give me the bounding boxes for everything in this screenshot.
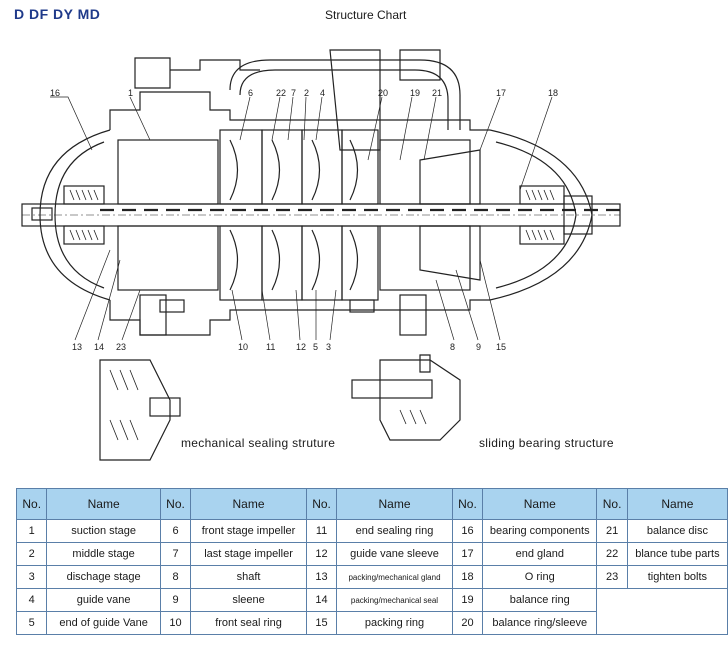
callout: 12: [296, 342, 306, 352]
impeller-stages: [219, 129, 379, 301]
mechanical-seal-inset: [99, 359, 181, 461]
balance-tube: [229, 59, 461, 130]
callout: 16: [50, 88, 60, 98]
col-name: Name: [482, 488, 598, 520]
callout: 9: [476, 342, 481, 352]
chart-title: Structure Chart: [325, 8, 407, 22]
callout: 21: [432, 88, 442, 98]
left-bearing-cover: [39, 129, 111, 301]
col-no: No.: [15, 488, 48, 520]
callout: 6: [248, 88, 253, 98]
callout: 13: [72, 342, 82, 352]
callout: 5: [313, 342, 318, 352]
col-name: Name: [190, 488, 307, 520]
callout: 11: [266, 342, 275, 352]
callout: 1: [128, 88, 133, 98]
callout: 10: [238, 342, 248, 352]
callout: 4: [320, 88, 325, 98]
callout: 7: [291, 88, 296, 98]
callout-labels: 16 1 6 22 7 2 4 20 19 21 17 18 13 14 23 …: [50, 88, 558, 352]
mechanical-seal-caption: mechanical sealing struture: [181, 436, 336, 450]
col-no: No.: [451, 488, 484, 520]
right-end-cap: [563, 195, 593, 235]
callout: 3: [326, 342, 331, 352]
sliding-bearing-caption: sliding bearing structure: [479, 436, 614, 450]
col-name: Name: [46, 488, 161, 520]
table-header-row: No. Name No. Name No. Name No. Name No. …: [15, 488, 728, 520]
callout: 2: [304, 88, 309, 98]
col-no: No.: [596, 488, 628, 520]
pump-structure-drawing: 16 1 6 22 7 2 4 20 19 21 17 18 13 14 23 …: [21, 49, 621, 461]
sliding-bearing-inset: [351, 354, 461, 441]
col-name: Name: [336, 488, 453, 520]
parts-table: No. Name No. Name No. Name No. Name No. …: [15, 488, 728, 635]
callout: 8: [450, 342, 455, 352]
model-label: D DF DY MD: [14, 6, 101, 22]
col-name: Name: [626, 488, 728, 520]
callout: 23: [116, 342, 126, 352]
callout: 15: [496, 342, 506, 352]
callout: 20: [378, 88, 388, 98]
col-no: No.: [159, 488, 192, 520]
discharge-nozzle: [329, 49, 381, 151]
callout: 22: [276, 88, 286, 98]
callout: 14: [94, 342, 104, 352]
callout: 19: [410, 88, 420, 98]
suction-nozzle: [134, 57, 171, 89]
callout: 17: [496, 88, 506, 98]
callout: 18: [548, 88, 558, 98]
col-no: No.: [305, 488, 338, 520]
